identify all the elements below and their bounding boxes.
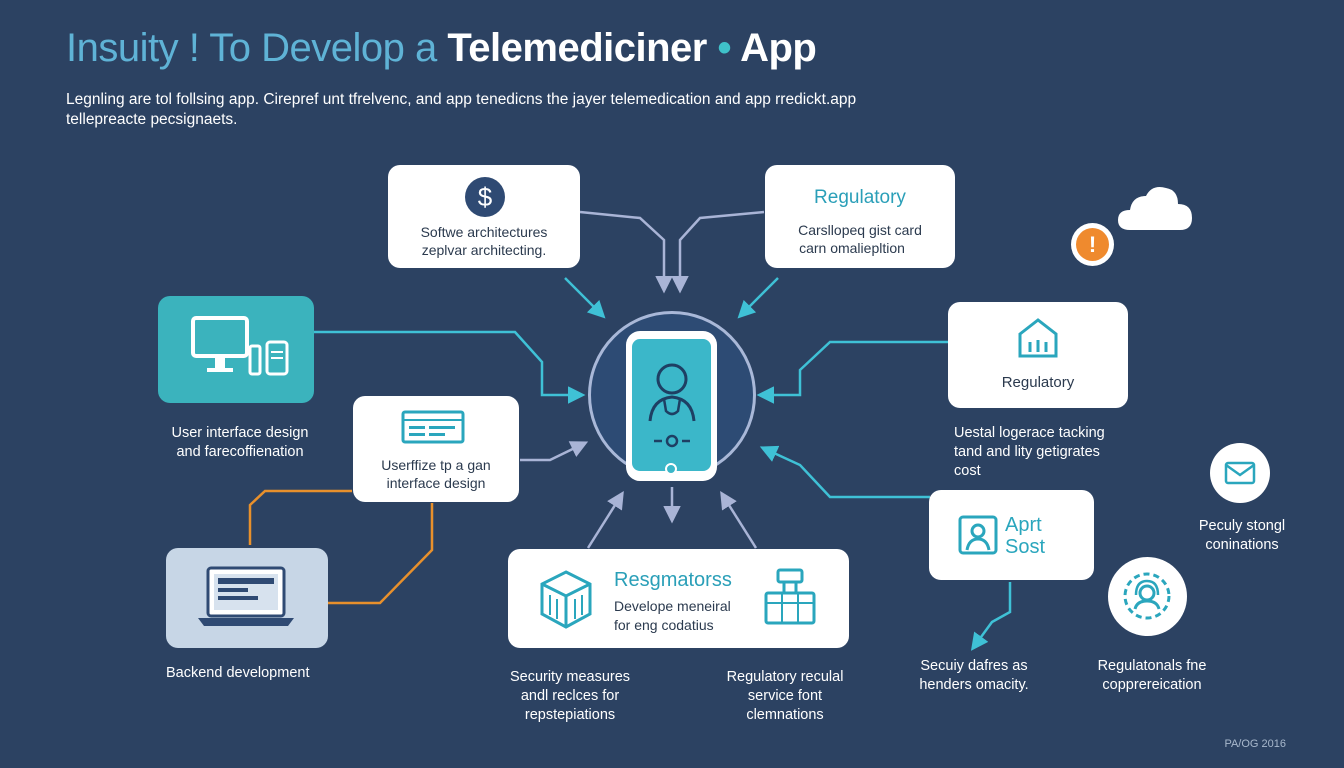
card-regulatory-top: Regulatory Carsllopeq gist card carn oma…: [765, 165, 955, 268]
page-subtitle: Legnling are tol follsing app. Cirepref …: [66, 91, 857, 128]
profile-id-icon: [958, 515, 998, 555]
label-ui-design: User interface design and farecoffienati…: [150, 424, 330, 462]
label-backend: Backend development: [166, 665, 310, 681]
alert-icon-ring: !: [1071, 223, 1114, 266]
label-ui-design-line-1: User interface design: [171, 425, 309, 441]
card-regulatory-top-line-1: Carsllopeq gist card: [798, 222, 922, 238]
line-aprt-to-phone: [759, 445, 930, 499]
card-resgmatorss: Resgmatorss Develope meneiral for eng co…: [508, 549, 849, 648]
label-secuiy-line-2: henders omacity.: [919, 677, 1029, 693]
card-userfize: Userffize tp a gan interface design: [353, 396, 519, 502]
label-peculy-line-1: Peculy stongl: [1198, 518, 1286, 534]
line-regtop-to-phone: [671, 210, 765, 294]
mail-icon: [1224, 461, 1256, 485]
line-aprt-down: [970, 582, 1012, 651]
page-title: Insuity ! To Develop a Telemediciner • A…: [66, 26, 817, 71]
clinic-building-icon: [1018, 318, 1058, 358]
tile-user-interface: [158, 296, 314, 403]
line-regright-to-phone: [756, 340, 948, 404]
tile-backend: [166, 548, 328, 648]
card-regulatory-right-heading: Regulatory: [1001, 374, 1075, 391]
card-aprt-text: Aprt Sost: [1005, 514, 1045, 558]
line-bottom-right-up: [720, 491, 758, 549]
label-security-line-2: andl reclces for: [520, 688, 620, 704]
card-aprt-line-2: Sost: [1005, 536, 1046, 558]
title-dot: •: [706, 26, 741, 70]
doctor-icon: [648, 363, 696, 448]
arrow-topright: [737, 277, 779, 319]
title-part-3: App: [740, 26, 817, 70]
cloud-icon: [1118, 187, 1192, 230]
footer-credit: PA/OG 2016: [1224, 738, 1286, 750]
card-regulatory-top-heading: Regulatory: [814, 187, 906, 208]
label-regulatonals-line-1: Regulatonals fne: [1097, 658, 1207, 674]
card-regulatory-top-line-2: carn omaliepltion: [799, 240, 905, 256]
support-icon-circle: [1108, 557, 1187, 636]
label-regulatory-recial-line-3: clemnations: [746, 707, 824, 723]
interface-window-icon: [401, 410, 465, 444]
medical-kit-icon: [764, 568, 816, 625]
label-ui-design-line-2: and farecoffienation: [176, 444, 304, 460]
label-regulatory-recial-line-2: service font: [747, 688, 823, 704]
line-software-to-phone: [579, 210, 673, 294]
line-orange-2: [328, 503, 434, 605]
alert-icon: !: [1076, 228, 1109, 261]
phone-body[interactable]: [626, 331, 717, 481]
label-ustal-line-2: tand and lity getigrates: [954, 444, 1100, 460]
label-peculy-line-2: coninations: [1205, 537, 1279, 553]
card-software-line-1: Softwe architectures: [420, 224, 548, 240]
mail-icon-circle: [1210, 443, 1270, 503]
title-part-1: Insuity ! To Develop a: [66, 26, 448, 70]
card-resgmatorss-line-1: Develope meneiral: [614, 598, 731, 614]
label-secuiy-line-1: Secuiy dafres as: [920, 658, 1028, 674]
laptop-icon: [198, 566, 294, 626]
server-box-icon: [540, 570, 592, 629]
line-bottom-left-up: [586, 491, 624, 549]
card-software-line-2: zeplvar architecting.: [421, 242, 547, 258]
card-regulatory-right: Regulatory: [948, 302, 1128, 408]
line-orange-1: [248, 489, 352, 545]
phone-home-button[interactable]: [665, 463, 677, 475]
dollar-icon: $: [465, 177, 505, 217]
label-secuiy: Secuiy dafres as henders omacity.: [900, 657, 1048, 695]
line-userfize-to-phone: [520, 441, 589, 462]
card-userfize-line-1: Userffize tp a gan: [381, 457, 491, 473]
card-aprt: Aprt Sost: [929, 490, 1094, 580]
card-aprt-line-1: Aprt: [1005, 514, 1042, 536]
arrow-topleft: [564, 277, 606, 319]
support-agent-icon: [1123, 572, 1171, 620]
label-regulatonals: Regulatonals fne copprereication: [1078, 657, 1226, 695]
label-peculy: Peculy stongl coninations: [1172, 517, 1312, 555]
label-ustal: Uestal logerace tacking tand and lity ge…: [954, 424, 1105, 481]
card-resgmatorss-line-2: for eng codatius: [614, 617, 714, 633]
label-regulatory-recial-line-1: Regulatory reculal: [726, 669, 844, 685]
card-resgmatorss-heading: Resgmatorss: [614, 569, 732, 591]
card-userfize-line-2: interface design: [386, 475, 486, 491]
label-regulatory-recial: Regulatory reculal service font clemnati…: [700, 668, 870, 725]
label-ustal-line-1: Uestal logerace tacking: [954, 425, 1105, 441]
line-ui-to-phone: [314, 330, 586, 404]
card-software-architecture: $ Softwe architectures zeplvar architect…: [388, 165, 580, 268]
label-regulatonals-line-2: copprereication: [1102, 677, 1202, 693]
phone-screen: [632, 339, 711, 471]
title-part-2: Telemediciner: [447, 26, 707, 70]
label-security: Security measures andl reclces for repst…: [490, 668, 650, 725]
label-security-line-3: repstepiations: [524, 707, 616, 723]
devices-icon: [191, 316, 289, 376]
label-ustal-line-3: cost: [954, 463, 981, 479]
label-security-line-1: Security measures: [509, 669, 631, 685]
